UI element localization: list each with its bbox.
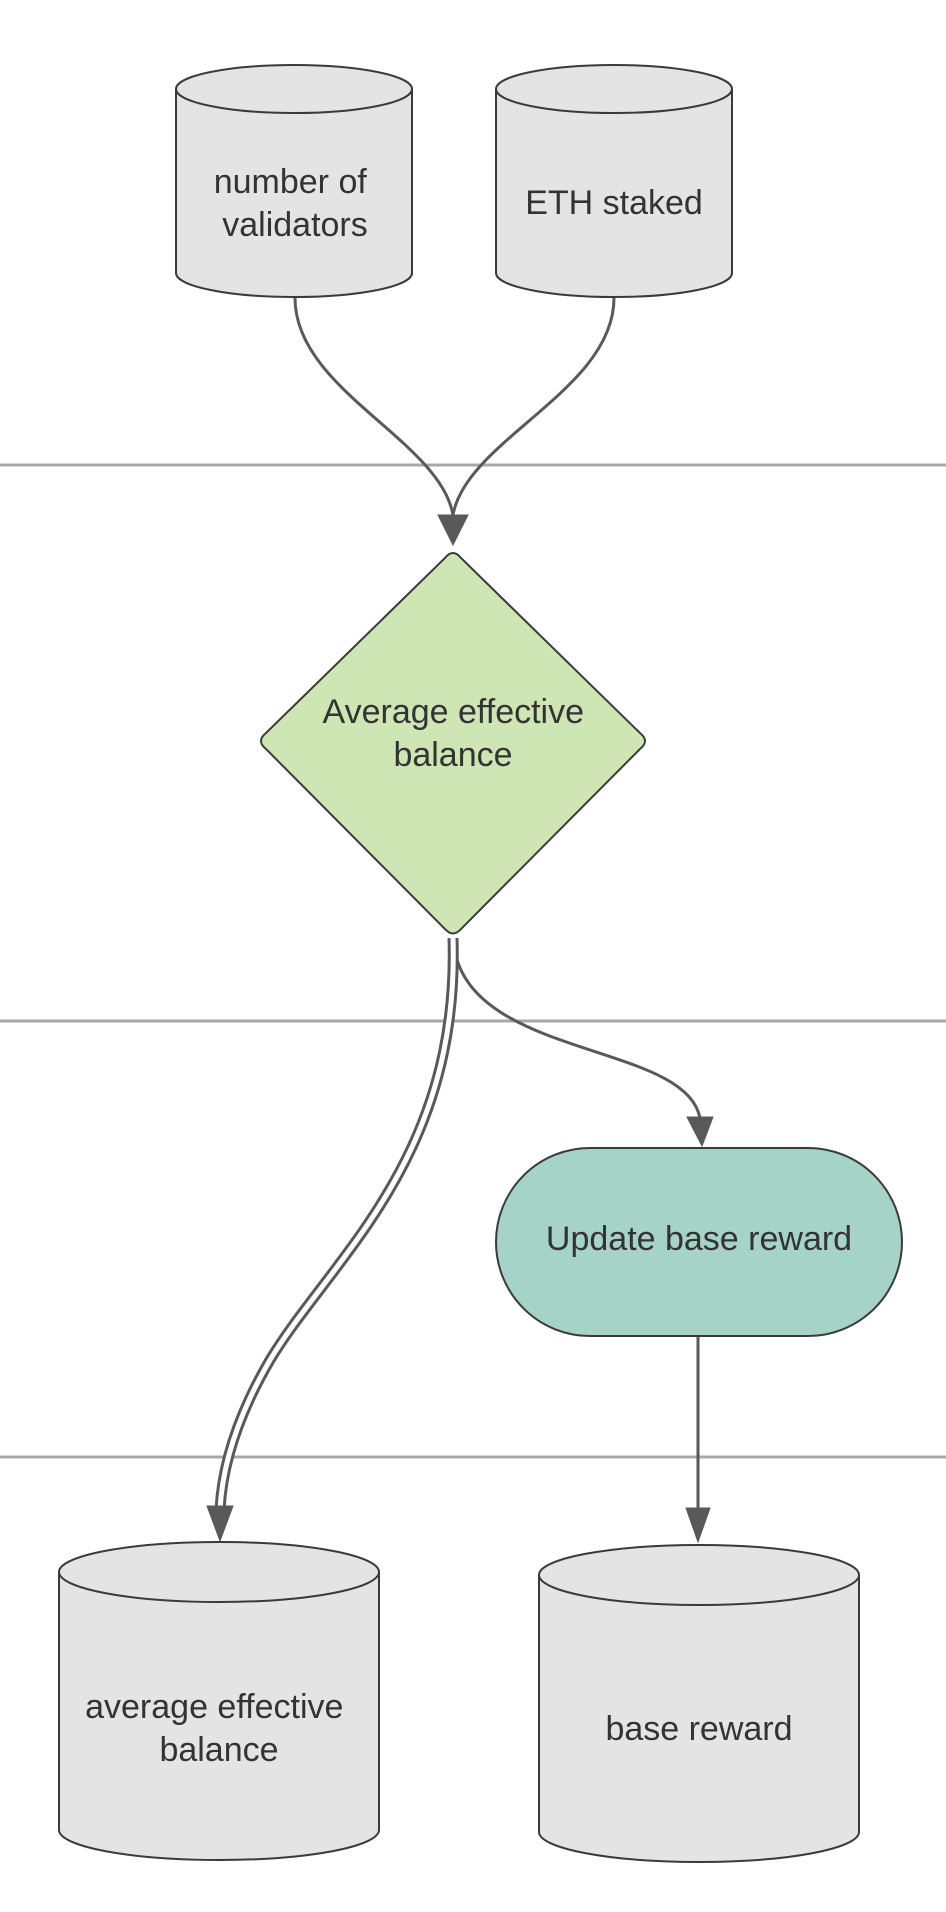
cylinder-average-effective-balance: [58, 1541, 380, 1861]
pill-update-base-reward: [495, 1147, 903, 1337]
label-average-store-line-2: balance: [159, 1731, 278, 1769]
store-base-reward: base reward: [538, 1544, 860, 1863]
store-number-of-validators: number of validators: [175, 64, 413, 298]
cylinder-rim-average-effective-balance: [58, 1571, 380, 1603]
label-average-store-line-1: average effective: [85, 1688, 343, 1726]
cylinder-eth-staked: [495, 64, 733, 298]
label-decision-line-2: balance: [393, 736, 512, 774]
cylinder-rim-eth-staked: [495, 88, 733, 114]
label-update-base-reward: Update base reward: [546, 1220, 852, 1258]
label-eth-staked: ETH staked: [525, 184, 703, 222]
arrowhead-into-average-store: [206, 1505, 234, 1543]
cylinder-rim-number-of-validators: [175, 88, 413, 114]
cylinder-base-reward: [538, 1544, 860, 1863]
arrowhead-into-base-reward-store: [685, 1507, 711, 1544]
edge-decision-to-update-base-reward: [451, 937, 702, 1119]
lane-separators: [0, 463, 946, 1459]
label-update-base-reward-line-1: Update base reward: [546, 1220, 852, 1258]
label-number-of-validators: number of validators: [214, 163, 377, 244]
label-eth-staked-line-1: ETH staked: [525, 184, 703, 222]
label-decision-line-1: Average effective: [323, 693, 584, 731]
arrowhead-into-update-base-reward: [686, 1116, 714, 1148]
label-decision-average-effective-balance: Average effective balance: [323, 693, 594, 774]
edge-decision-to-average-store-inner: [217, 937, 456, 1511]
label-average-effective-balance-store: average effective balance: [85, 1688, 353, 1769]
diamond-average-effective-balance: [260, 552, 646, 935]
edges: [206, 297, 714, 1544]
arrowhead-into-decision: [437, 514, 469, 547]
cylinder-rim-base-reward: [538, 1574, 860, 1606]
edge-decision-to-average-store-outer: [214, 937, 459, 1511]
label-base-reward-line-1: base reward: [605, 1710, 792, 1748]
process-update-base-reward: Update base reward: [495, 1147, 903, 1337]
edge-eth-staked-to-decision: [451, 297, 616, 516]
edge-validators-to-decision: [293, 297, 455, 516]
cylinder-number-of-validators: [175, 64, 413, 298]
decision-average-effective-balance: Average effective balance: [260, 552, 646, 935]
store-average-effective-balance: average effective balance: [58, 1541, 380, 1861]
label-base-reward-store: base reward: [605, 1710, 792, 1748]
label-number-of-validators-line-1: number of: [214, 163, 368, 201]
store-eth-staked: ETH staked: [495, 64, 733, 298]
label-number-of-validators-line-2: validators: [222, 206, 368, 244]
